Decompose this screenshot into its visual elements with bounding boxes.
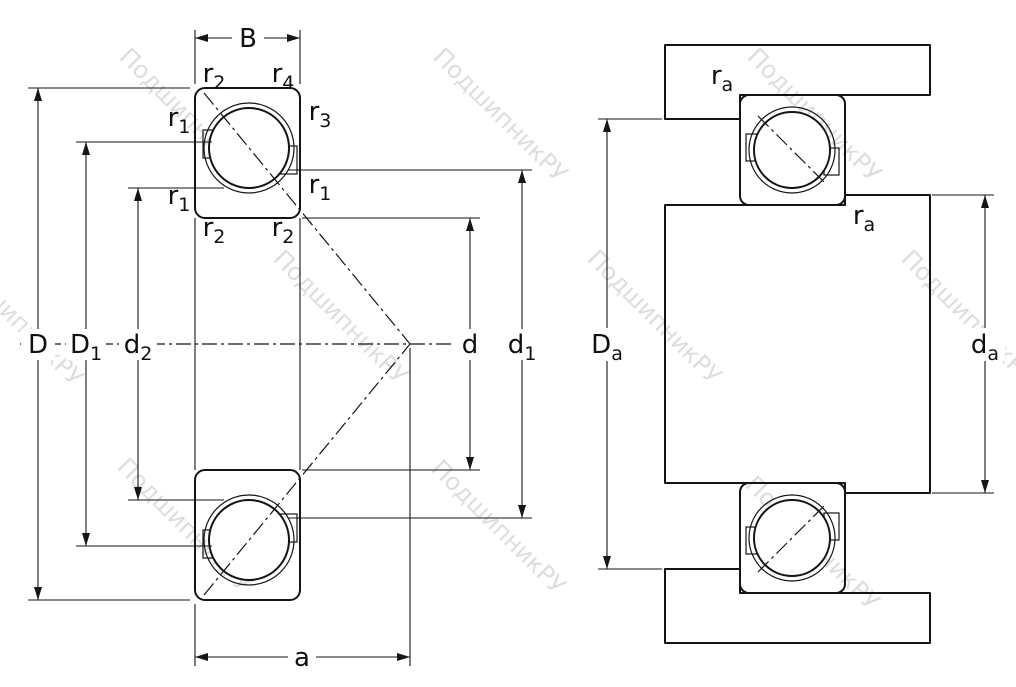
label-bg: [586, 328, 628, 361]
raceway-bottom: [203, 494, 295, 586]
label-r1-right-lower: r1: [309, 170, 332, 205]
label-bg: [119, 329, 157, 360]
label-r1-left-lower: r1: [168, 181, 191, 216]
label-bg: [503, 329, 541, 360]
label-r3-right-upper: r3: [309, 97, 332, 132]
housing-bottom: [664, 568, 931, 644]
dim-da: da: [932, 194, 1005, 494]
housing-top: [664, 44, 931, 120]
raceway-bottom-right: [748, 494, 836, 582]
label-D: D: [28, 330, 48, 360]
bearing-bottom-right: [739, 482, 846, 594]
label-d1: d1: [508, 330, 537, 365]
watermark-text: ПодшипникРУ: [426, 454, 572, 600]
left-section-view: B D D1 d2 d: [20, 24, 541, 673]
watermark-text: ПодшипникРУ: [896, 244, 1016, 390]
label-r2-bottom-right: r2: [272, 213, 295, 248]
label-ra-shaft: ra: [853, 201, 875, 236]
raceway-top: [203, 102, 295, 194]
watermark-text: ПодшипникРУ: [0, 246, 89, 392]
label-d: d: [462, 330, 479, 360]
ball-axis-bottom-right: [757, 503, 827, 573]
label-bg: [288, 643, 316, 671]
watermark-text: ПодшипникРУ: [428, 42, 574, 188]
watermark-text: ПодшипникРУ: [268, 244, 414, 390]
bearing-outline-bottom: [739, 482, 846, 594]
outer-ring-top: [194, 87, 301, 219]
outer-ring-bottom: [194, 469, 301, 601]
right-mounting-view: Da da ra ra: [586, 44, 1005, 644]
label-D1: D1: [70, 330, 102, 365]
label-r4-top-right: r4: [272, 59, 295, 94]
label-bg: [21, 329, 55, 360]
dim-B: B: [194, 24, 301, 84]
label-ra-housing: ra: [711, 61, 733, 96]
label-a: a: [294, 643, 310, 673]
ball-axis-top-right: [757, 115, 827, 185]
bearing-section-top: [194, 87, 301, 219]
label-bg: [455, 329, 485, 360]
dim-d2: d2: [119, 187, 224, 501]
shaft: [664, 194, 931, 494]
label-bg: [965, 328, 1005, 361]
raceway-top-right: [748, 106, 836, 194]
label-bg: [232, 24, 264, 52]
dim-a: a: [194, 348, 411, 673]
bearing-section-bottom: [194, 469, 301, 601]
label-r2-top-left: r2: [203, 59, 226, 94]
label-r2-bottom-left: r2: [203, 213, 226, 248]
label-da: da: [971, 330, 999, 365]
watermark-text: ПодшипникРУ: [582, 244, 728, 390]
label-B: B: [239, 24, 257, 54]
dim-Da: Da: [586, 118, 662, 570]
label-bg: [66, 329, 106, 360]
dim-d: d: [302, 217, 485, 471]
dim-D1: D1: [66, 141, 212, 547]
label-Da: Da: [591, 330, 623, 365]
bearing-top-right: [739, 94, 846, 206]
label-d2: d2: [124, 330, 153, 365]
bearing-outline-top: [739, 94, 846, 206]
label-r1-left-upper: r1: [168, 103, 191, 138]
dim-D: D: [21, 87, 190, 601]
